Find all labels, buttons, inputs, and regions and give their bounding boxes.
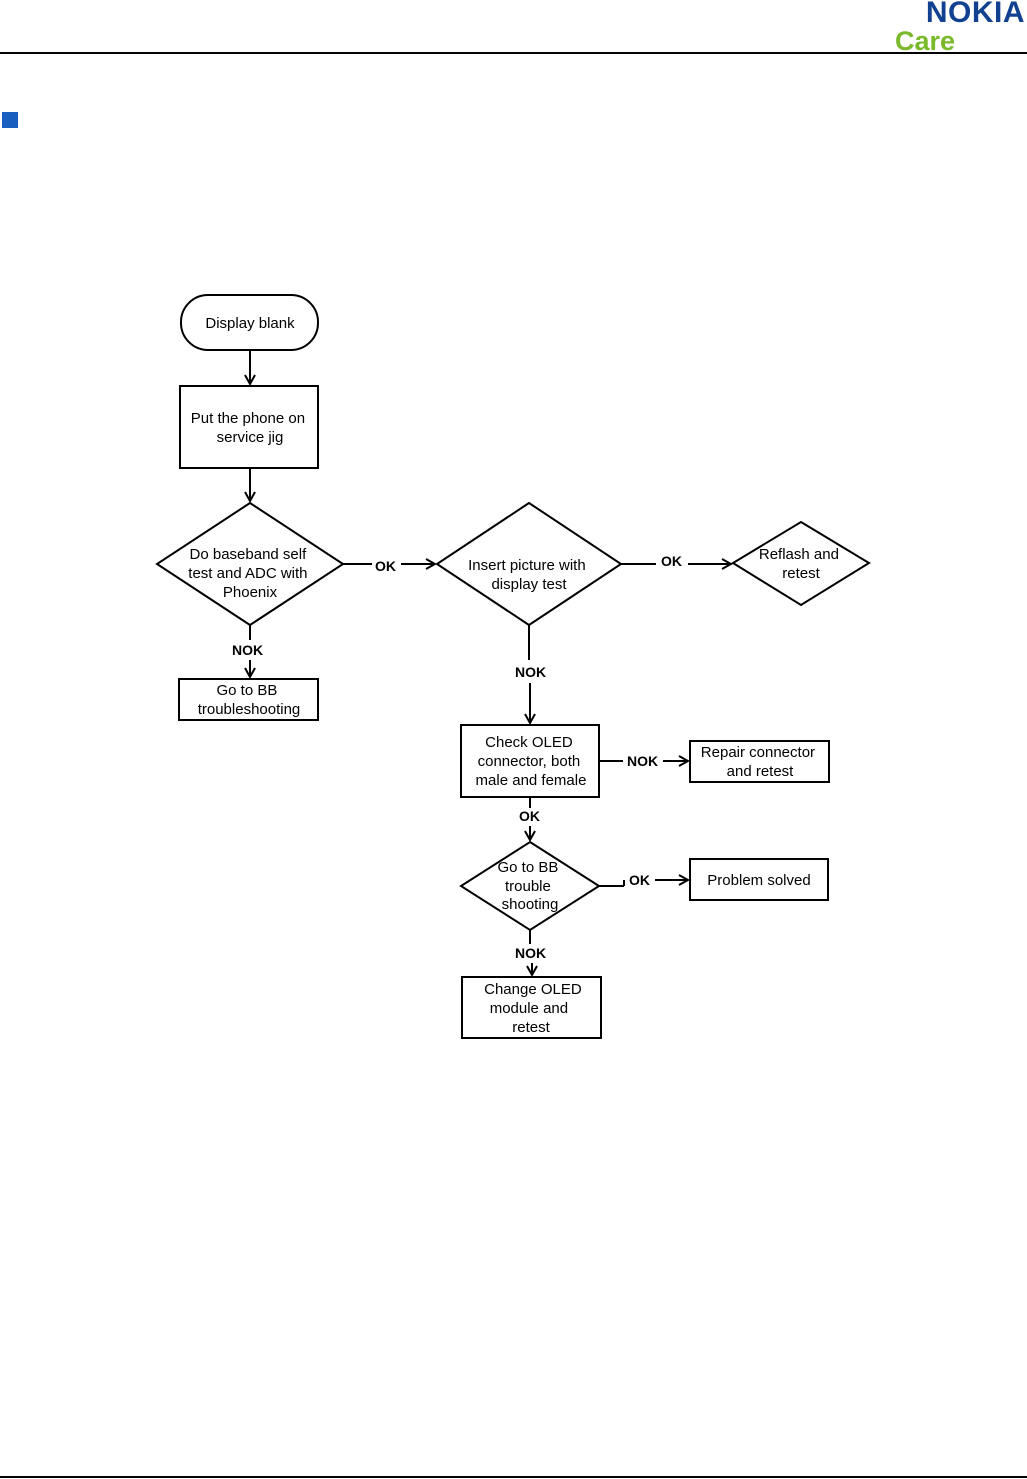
edge-label-insert-ok: OK [661,553,682,569]
edge-label-check-ok: OK [519,808,540,824]
edge-label-gobb-nok: NOK [515,945,546,961]
section-bullet-icon [2,112,18,128]
label-problem-solved: Problem solved [707,872,810,889]
node-put-phone [179,385,319,469]
logo-brand: NOKIA [925,0,1025,29]
label-display-blank: Display blank [205,315,295,332]
nokia-care-logo: NOKIA Care [895,0,1025,55]
edge-label-check-nok: NOK [627,753,658,769]
logo-sub: Care [895,26,956,56]
label-go-bb-1: Go to BB troubleshooting [198,682,301,718]
label-check-oled: Check OLED connector, both male and fema… [476,734,587,789]
node-go-bb-1 [178,678,319,721]
edge-label-insert-nok: NOK [515,664,546,680]
node-repair-connector [689,740,830,783]
label-repair-connector: Repair connector and retest [701,744,819,780]
node-problem-solved [689,858,829,901]
node-change-oled [461,976,602,1039]
node-baseband-test [155,501,345,627]
edge-label-baseband-ok: OK [375,558,396,574]
label-reflash: Reflash and retest [759,546,843,582]
node-reflash [731,520,871,607]
label-change-oled: Change OLED module and retest [484,981,586,1036]
label-put-phone: Put the phone on service jig [191,410,309,446]
label-insert-picture: Insert picture with display test [468,557,590,593]
footer-rule [0,1476,1027,1478]
label-baseband-test: Do baseband self test and ADC with Phoen… [188,546,311,601]
header-rule [0,52,1027,54]
edge-label-baseband-nok: NOK [232,642,263,658]
edge-label-gobb-ok: OK [629,872,650,888]
label-go-bb-2: Go to BB trouble shooting [497,859,562,913]
